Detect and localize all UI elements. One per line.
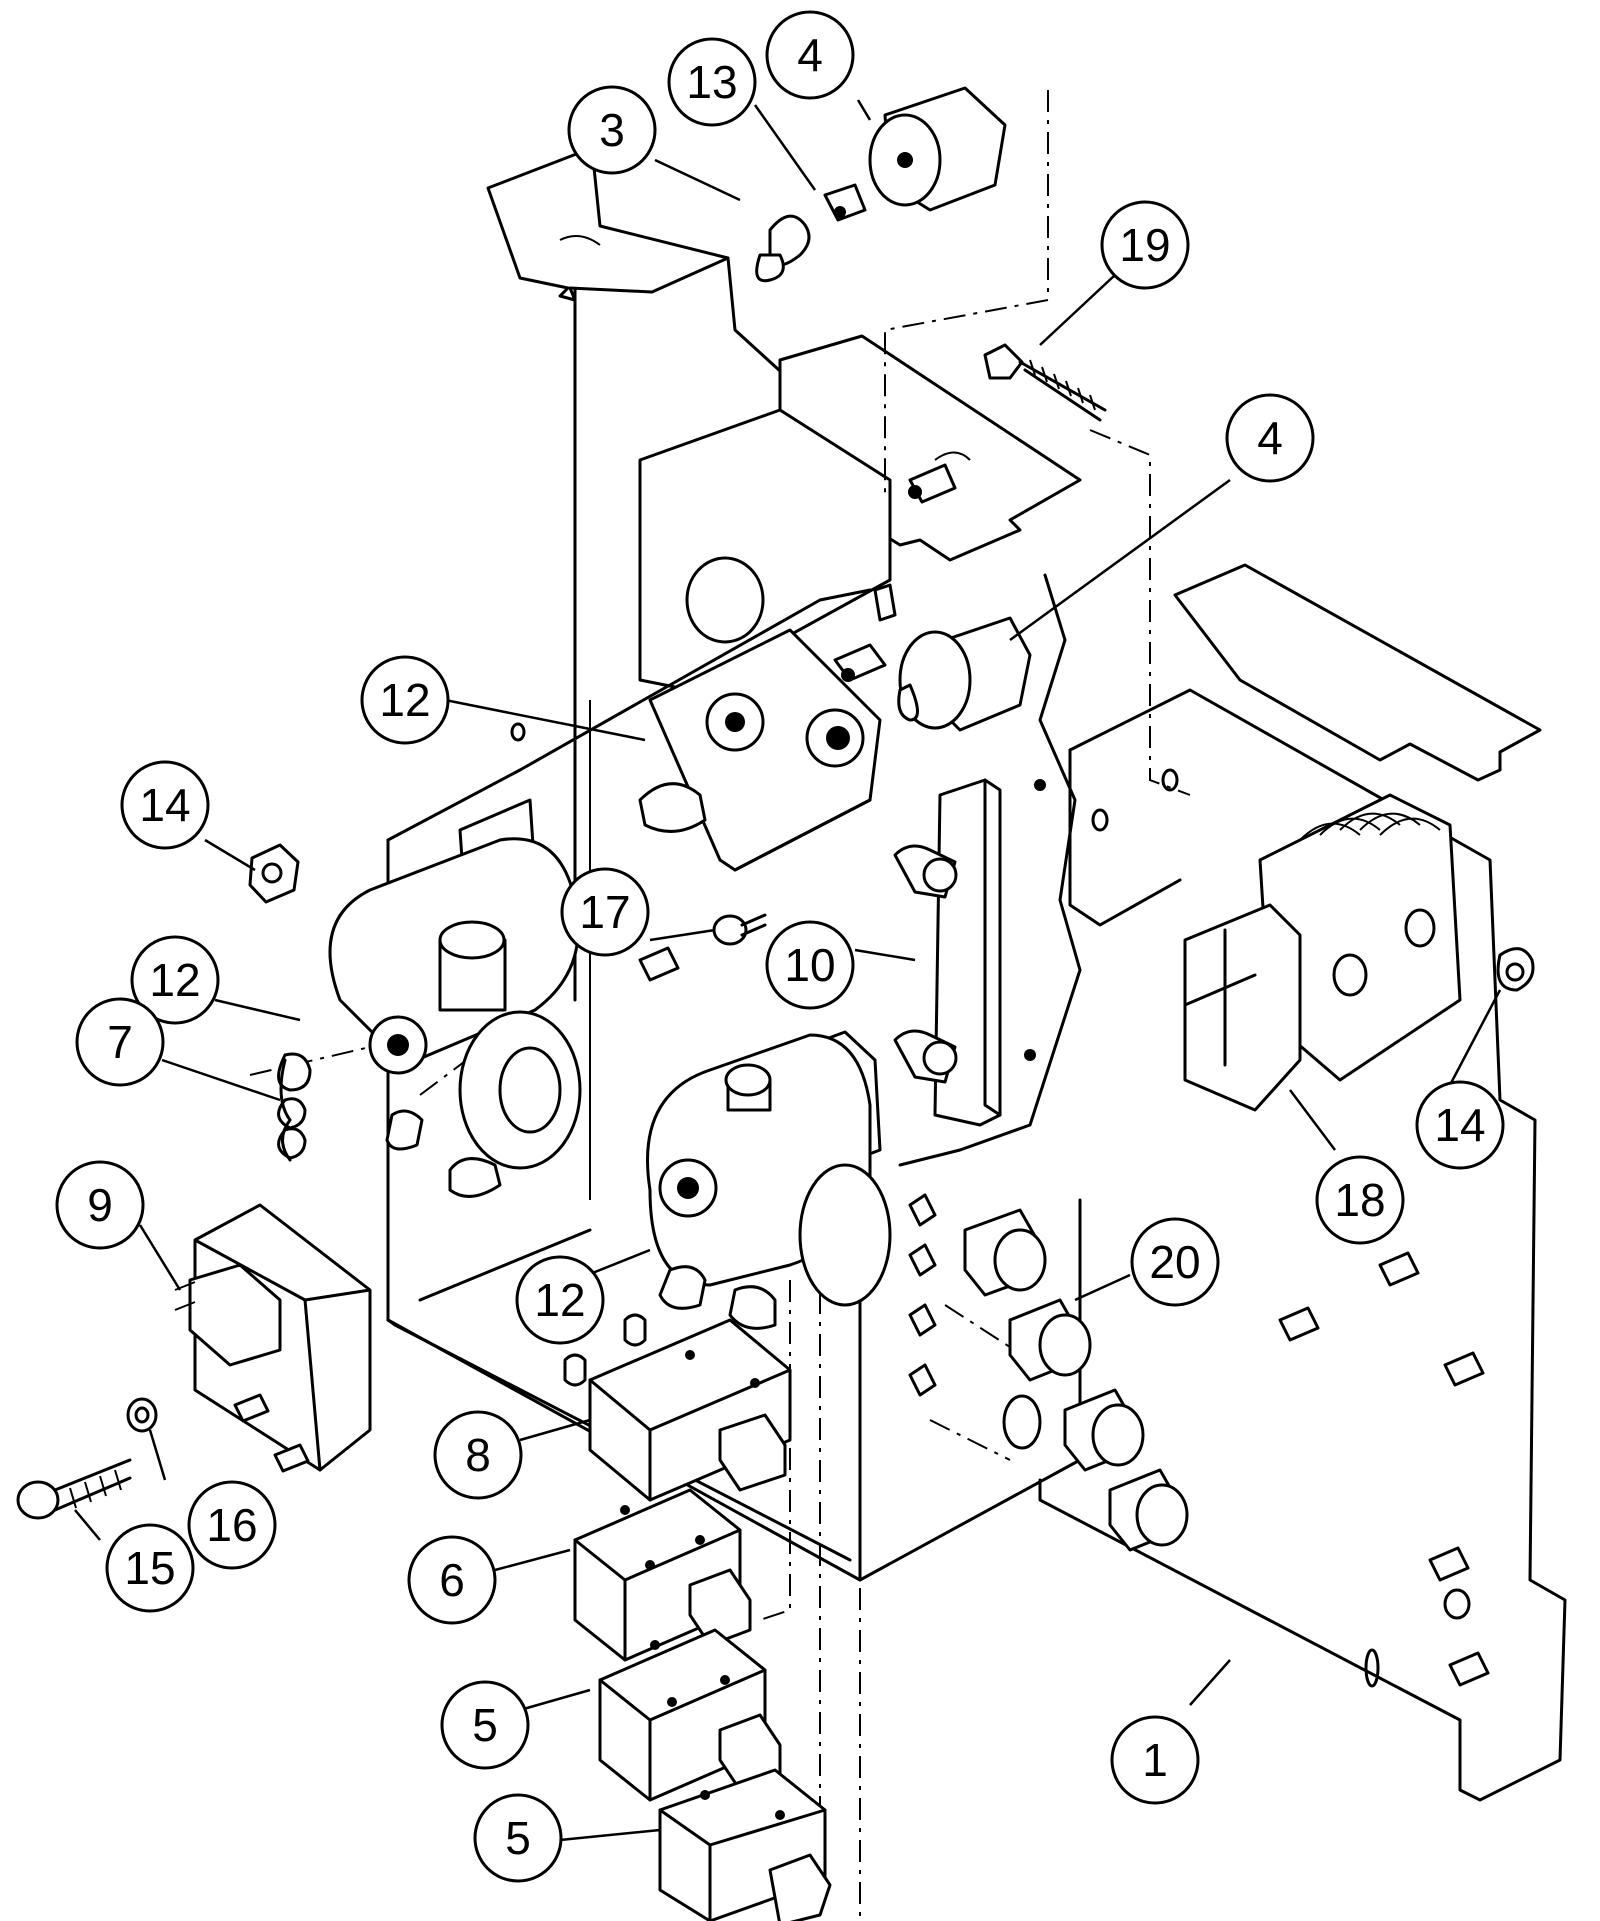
knob-assembly-top — [755, 86, 1007, 283]
enclosure-slots — [908, 1193, 1042, 1450]
right-base-plate — [1038, 563, 1567, 1802]
callout-13-label: 13 — [686, 56, 737, 108]
callout-16: 16 — [187, 1480, 277, 1570]
callout-10-label: 10 — [784, 939, 835, 991]
rear-mounting-plate — [486, 146, 792, 1002]
upper-bracket — [638, 334, 1082, 692]
callout-8: 8 — [433, 1410, 523, 1500]
heatsink-rectifier — [1183, 793, 1535, 1112]
callout-12-bottom: 12 — [515, 1255, 605, 1345]
leader-lines — [74, 99, 1502, 1842]
right-solenoid — [646, 1030, 892, 1330]
callout-14-left-label: 14 — [139, 779, 190, 831]
plate-studs — [638, 946, 1490, 1687]
callout-19: 19 — [1100, 200, 1190, 290]
callout-12-top-label: 12 — [379, 674, 430, 726]
callout-17: 17 — [560, 867, 650, 957]
callout-6: 6 — [407, 1535, 497, 1625]
callout-9-label: 9 — [87, 1179, 113, 1231]
callout-12-left: 12 — [130, 935, 220, 1025]
callout-16-label: 16 — [206, 1499, 257, 1551]
callout-15-label: 15 — [124, 1542, 175, 1594]
callout-12-top: 12 — [360, 655, 450, 745]
switch-8 — [563, 1313, 792, 1502]
wing-knob-right — [873, 583, 1032, 732]
callout-13: 13 — [667, 37, 757, 127]
callout-14-left: 14 — [120, 760, 210, 850]
long-screw-19 — [983, 343, 1107, 422]
callout-5-upper: 5 — [440, 1680, 530, 1770]
callout-18-label: 18 — [1334, 1174, 1385, 1226]
callout-4-top-label: 4 — [797, 29, 823, 81]
callout-5-lower: 5 — [473, 1793, 563, 1883]
small-screw-17 — [712, 913, 767, 946]
callout-15: 15 — [105, 1523, 195, 1613]
nut-14-left — [248, 843, 300, 904]
callout-17-label: 17 — [579, 886, 630, 938]
callout-14-right: 14 — [1415, 1080, 1505, 1170]
switch-5-upper — [598, 1628, 782, 1802]
callout-4-right: 4 — [1225, 393, 1315, 483]
callout-12-bottom-label: 12 — [534, 1274, 585, 1326]
switch-5-lower — [658, 1768, 832, 1921]
callout-4-top: 4 — [765, 10, 855, 100]
callout-6-label: 6 — [439, 1554, 465, 1606]
left-solenoid — [277, 798, 582, 1198]
callout-14-right-label: 14 — [1434, 1099, 1485, 1151]
callout-7: 7 — [75, 997, 165, 1087]
callout-20-label: 20 — [1149, 1236, 1200, 1288]
switch-6 — [573, 1488, 752, 1662]
callout-1-label: 1 — [1142, 1734, 1168, 1786]
bracket-setscrew — [908, 463, 957, 504]
callout-12-left-label: 12 — [149, 954, 200, 1006]
terminal-strip — [893, 778, 1046, 1127]
callout-9: 9 — [55, 1160, 145, 1250]
wire-clip-7 — [279, 1058, 292, 1162]
callout-4-right-label: 4 — [1257, 412, 1283, 464]
callout-10: 10 — [765, 920, 855, 1010]
callout-5-lower-label: 5 — [505, 1812, 531, 1864]
callout-20: 20 — [1130, 1217, 1220, 1307]
callout-7-label: 7 — [107, 1016, 133, 1068]
callout-18: 18 — [1315, 1155, 1405, 1245]
transformer-9 — [174, 1203, 372, 1473]
callout-3-label: 3 — [599, 104, 625, 156]
callout-1: 1 — [1110, 1715, 1200, 1805]
screw-15-washer-16 — [16, 1397, 158, 1520]
callout-19-label: 19 — [1119, 219, 1170, 271]
callout-8-label: 8 — [465, 1429, 491, 1481]
cam-bracket — [638, 628, 887, 872]
grommet-nuts-20 — [963, 1208, 1189, 1552]
callout-5-upper-label: 5 — [472, 1699, 498, 1751]
callout-3: 3 — [567, 85, 657, 175]
